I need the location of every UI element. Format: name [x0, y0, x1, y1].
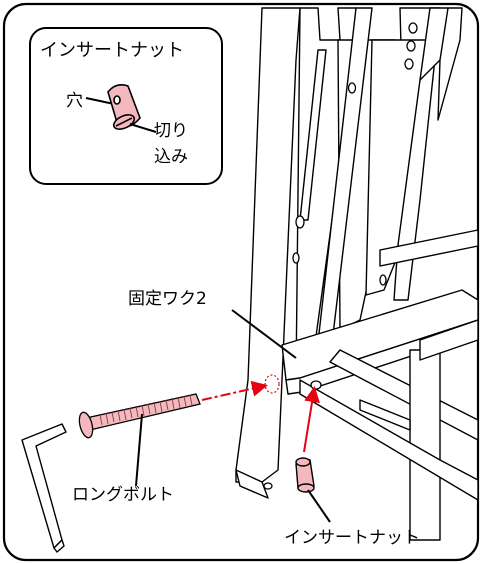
insert-nut	[295, 457, 315, 493]
inset-hole-label: 穴	[66, 91, 83, 111]
inset-panel: インサートナット 穴 切り 込み	[29, 27, 223, 185]
frame-drawing	[235, 7, 479, 541]
bolt-label: ロングボルト	[72, 485, 174, 505]
nut-label: インサートナット	[284, 528, 420, 548]
frame-label: 固定ワク2	[128, 289, 207, 309]
inset-insert-nut	[107, 84, 141, 130]
long-bolt	[78, 393, 201, 439]
bolt-arrow	[201, 380, 268, 401]
nut-arrow	[303, 386, 320, 453]
frame-holes	[263, 22, 418, 490]
inset-slit-label-2: 込み	[154, 147, 188, 167]
inset-title: インサートナット	[40, 40, 184, 61]
hex-key	[21, 423, 67, 553]
frame-leader	[231, 309, 297, 359]
nut-leader	[307, 489, 331, 523]
inset-slit-label-1: 切り	[154, 121, 188, 141]
bolt-leader	[135, 413, 143, 487]
